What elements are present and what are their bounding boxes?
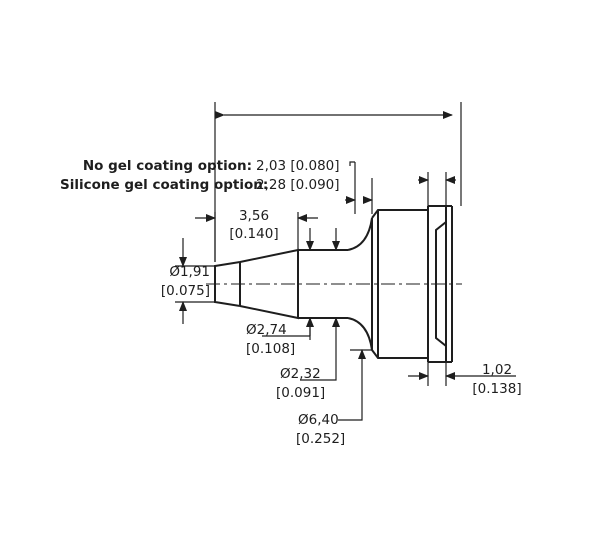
- flange-top-edge: [372, 210, 428, 218]
- flange-diameter-metric: Ø6,40: [298, 412, 339, 428]
- neck-diameter-metric: Ø2,32: [280, 366, 321, 382]
- tip-length-imperial: [0.140]: [229, 226, 279, 242]
- tip-diameter-imperial: [0.075]: [160, 283, 210, 299]
- flange-diameter-imperial: [0.252]: [296, 431, 346, 447]
- tip-diameter-metric: Ø1,91: [169, 264, 210, 280]
- silicone-gel-value: 2,28 [0.090]: [256, 177, 340, 193]
- tip-length-metric: 3,56: [238, 208, 270, 224]
- no-gel-value: 2,03 [0.080]: [256, 158, 340, 174]
- gel-leader: [350, 162, 355, 166]
- no-gel-label: No gel coating option:: [82, 158, 252, 174]
- flange-thickness-metric: 1,02: [481, 362, 513, 378]
- flange-fillet-bottom: [348, 318, 372, 350]
- flange-bottom-edge: [372, 350, 428, 358]
- silicone-gel-label: Silicone gel coating option:: [60, 177, 269, 193]
- dimension-lines: [175, 102, 516, 420]
- flange-thickness-imperial: [0.138]: [472, 381, 522, 397]
- neck-dia-leader: [300, 340, 336, 380]
- flange-fillet-top: [348, 218, 372, 250]
- barb-diameter-imperial: [0.108]: [246, 341, 296, 357]
- barb-diameter-metric: Ø2,74: [246, 322, 287, 338]
- neck-diameter-imperial: [0.091]: [276, 385, 326, 401]
- flange-dia-leader: [338, 380, 362, 420]
